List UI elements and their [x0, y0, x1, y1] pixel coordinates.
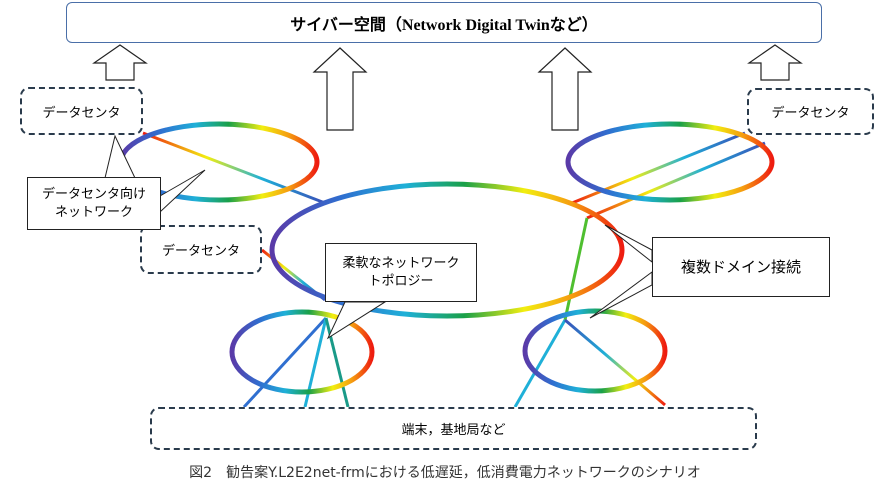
network-link — [513, 319, 567, 408]
ring-core — [269, 181, 625, 319]
ring-dc-right — [565, 121, 775, 203]
datacenter-box-right: データセンタ — [747, 88, 874, 135]
callout-line: 複数ドメイン接続 — [680, 257, 801, 276]
network-link — [142, 131, 326, 205]
callout-tail — [326, 301, 387, 340]
network-link — [564, 318, 666, 407]
datacenter-box-left: データセンタ — [20, 87, 143, 135]
flexible-topology-callout: 柔軟なネットワーク トポロジー — [325, 243, 477, 302]
datacenter-label: データセンタ — [771, 106, 850, 121]
callout-line: 柔軟なネットワーク — [342, 255, 460, 271]
datacenter-box-mid: データセンタ — [140, 225, 262, 274]
network-link — [571, 131, 746, 205]
terminals-label: 端末，基地局など — [401, 423, 506, 438]
ring-access-left — [229, 309, 375, 395]
callout-line: ネットワーク — [54, 204, 133, 220]
callout-line: トポロジー — [368, 273, 434, 289]
up-arrow-icon — [747, 44, 803, 81]
dc-network-callout: データセンタ向け ネットワーク — [27, 177, 161, 230]
cyber-space-box: サイバー空間（Network Digital Twinなど） — [66, 2, 822, 43]
up-arrow-icon — [537, 47, 593, 131]
cyber-space-title: サイバー空間（Network Digital Twinなど） — [290, 16, 598, 34]
callout-tail — [589, 271, 653, 319]
datacenter-label: データセンタ — [161, 244, 240, 259]
network-link — [324, 317, 350, 408]
network-link — [586, 141, 766, 220]
terminals-box: 端末，基地局など — [150, 407, 757, 450]
datacenter-label: データセンタ — [42, 105, 121, 121]
multi-domain-callout: 複数ドメイン接続 — [652, 237, 830, 297]
callout-tail — [159, 169, 206, 214]
ring-access-right — [522, 308, 668, 394]
figure-caption: 図2 勧告案Y.L2E2net-frmにおける低遅延，低消費電力ネットワークのシ… — [189, 465, 701, 481]
callout-line: データセンタ向け — [41, 186, 146, 202]
callout-tail — [604, 224, 653, 264]
up-arrow-icon — [312, 47, 368, 131]
network-link — [563, 217, 589, 321]
up-arrow-icon — [92, 44, 148, 81]
network-link — [242, 316, 328, 409]
